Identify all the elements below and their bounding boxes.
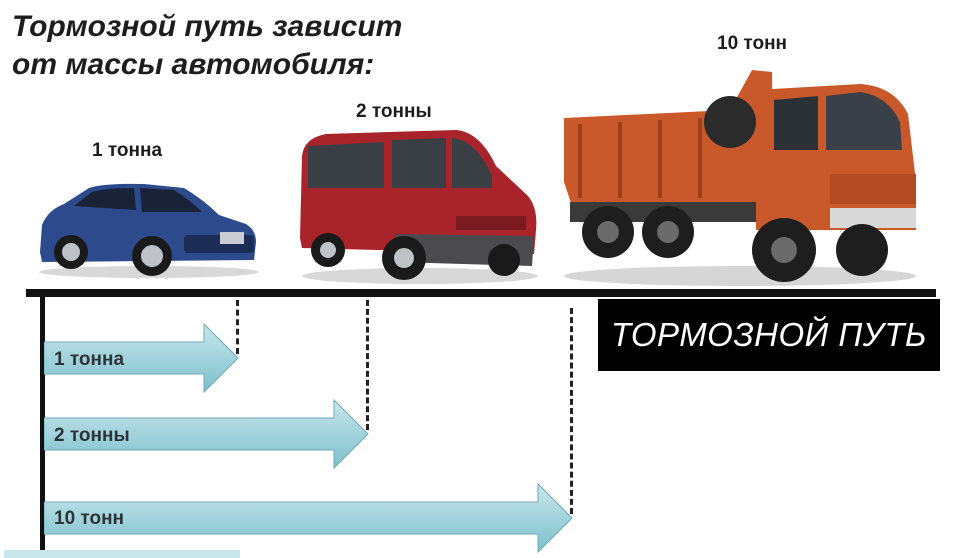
hatchback-car-icon (39, 183, 259, 278)
vehicle-label-1t: 1 тонна (92, 140, 163, 161)
braking-distance-legend: ТОРМОЗНОЙ ПУТЬ (598, 299, 940, 371)
minibus-icon (300, 130, 538, 284)
dump-truck-icon (564, 70, 916, 286)
stop-marker-10t (570, 308, 573, 514)
stop-marker-1t (236, 300, 239, 354)
arrow-label-1t: 1 тонна (54, 349, 125, 370)
vehicle-label-10t: 10 тонн (717, 33, 788, 54)
arrow-label-2t: 2 тонны (54, 425, 130, 446)
start-line (40, 289, 45, 558)
braking-arrow-2t: 2 тонны (44, 398, 372, 470)
arrow-label-10t: 10 тонн (54, 508, 125, 529)
cropped-arrow-strip (4, 550, 240, 558)
title-line-2: от массы автомобиля: (12, 48, 375, 81)
title-line-1: Тормозной путь зависит (12, 10, 403, 43)
braking-arrow-10t: 10 тонн (44, 482, 574, 554)
braking-arrow-1t: 1 тонна (44, 322, 240, 394)
vehicle-label-2t: 2 тонны (356, 101, 432, 122)
road-line (26, 289, 936, 297)
diagram-title: Тормозной путь зависит от массы автомоби… (12, 8, 402, 84)
stop-marker-2t (366, 300, 369, 430)
